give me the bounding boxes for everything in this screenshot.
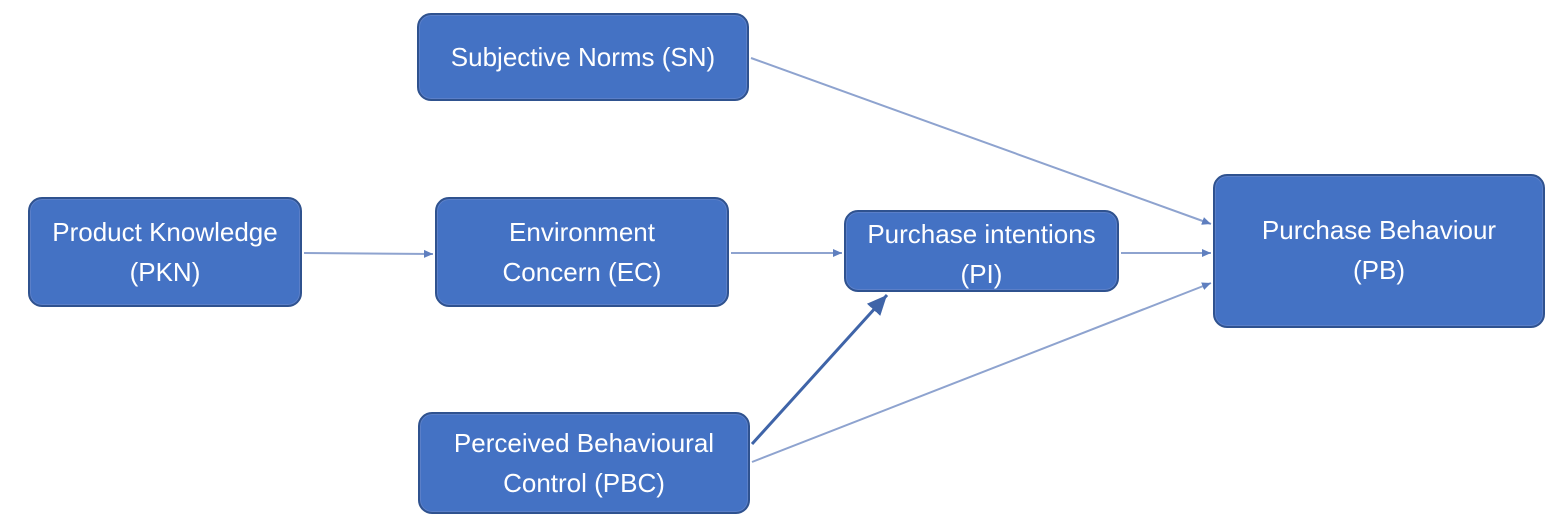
edge-pbc-to-pb — [751, 282, 1212, 463]
node-purchase-intentions-label: Purchase intentions (PI) — [867, 219, 1096, 289]
node-purchase-behaviour-label: Purchase Behaviour (PB) — [1261, 215, 1497, 285]
node-product-knowledge: Product Knowledge (PKN) — [28, 197, 302, 307]
edge-sn-to-pb — [750, 57, 1212, 225]
node-purchase-intentions: Purchase intentions (PI) — [844, 210, 1119, 292]
node-product-knowledge-label: Product Knowledge (PKN) — [52, 217, 278, 287]
node-perceived-behavioural-control: Perceived Behavioural Control (PBC) — [418, 412, 750, 514]
node-environment-concern-label: Environment Concern (EC) — [502, 217, 662, 287]
node-perceived-behavioural-control-label: Perceived Behavioural Control (PBC) — [453, 428, 715, 498]
node-environment-concern: Environment Concern (EC) — [435, 197, 729, 307]
edge-pbc-to-pi — [750, 293, 889, 446]
edge-pkn-to-ec — [303, 249, 434, 258]
node-purchase-behaviour: Purchase Behaviour (PB) — [1213, 174, 1545, 328]
node-subjective-norms-label: Subjective Norms (SN) — [450, 42, 716, 72]
node-subjective-norms: Subjective Norms (SN) — [417, 13, 749, 101]
